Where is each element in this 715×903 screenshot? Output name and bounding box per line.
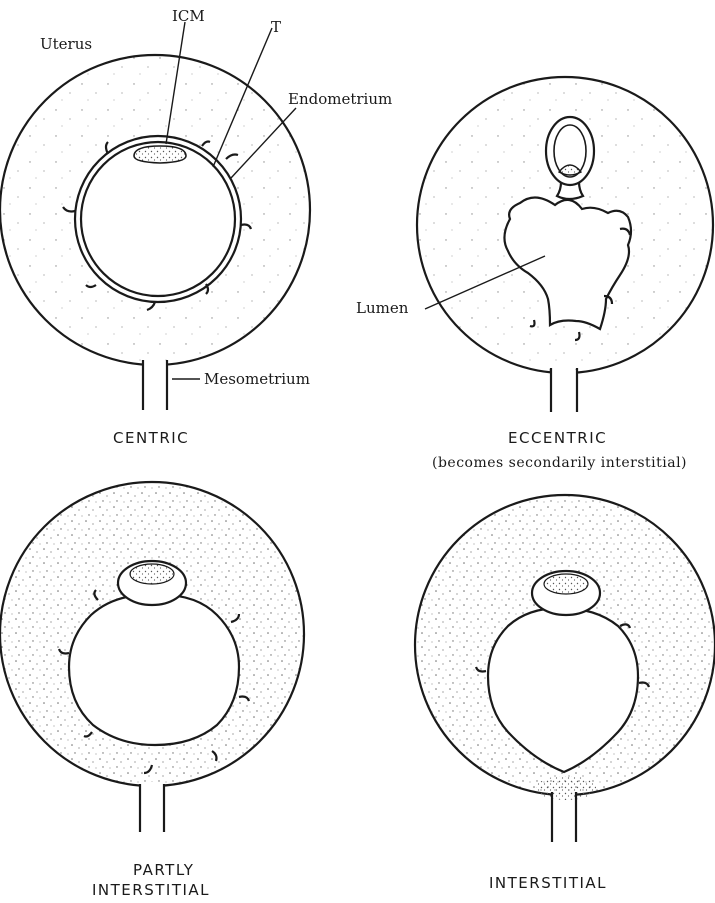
- mesometrium-stalk-partly: [140, 782, 164, 832]
- lumen-label: Lumen: [356, 299, 409, 317]
- inner-cell-mass-partly: [118, 561, 186, 605]
- centric-panel: Uterus ICM T Endometrium Mesometrium CEN…: [0, 7, 392, 447]
- mesometrium-label: Mesometrium: [204, 370, 310, 388]
- inner-cell-mass-interstitial: [532, 571, 600, 615]
- partly-interstitial-panel: PARTLY INTERSTITIAL: [0, 482, 304, 899]
- blastocyst-cavity-partly: [69, 595, 239, 745]
- partly-interstitial-caption-line2: INTERSTITIAL: [92, 881, 210, 899]
- mesometrium-stalk: [143, 360, 167, 410]
- endometrium-label: Endometrium: [288, 90, 392, 108]
- decidual-stipple: [536, 776, 596, 800]
- interstitial-panel: INTERSTITIAL: [415, 495, 715, 892]
- eccentric-subcaption: (becomes secondarily interstitial): [432, 455, 687, 471]
- partly-interstitial-caption-line1: PARTLY: [133, 861, 194, 879]
- mesometrium-stalk-eccentric: [551, 368, 577, 412]
- uterus-label: Uterus: [40, 35, 92, 53]
- centric-caption: CENTRIC: [113, 429, 189, 447]
- inner-cell-mass: [134, 146, 186, 163]
- eccentric-panel: Lumen ECCENTRIC (becomes secondarily int…: [356, 77, 713, 471]
- t-label: T: [271, 18, 281, 36]
- interstitial-caption: INTERSTITIAL: [489, 874, 607, 892]
- icm-label: ICM: [172, 7, 205, 25]
- eccentric-caption: ECCENTRIC: [508, 429, 607, 447]
